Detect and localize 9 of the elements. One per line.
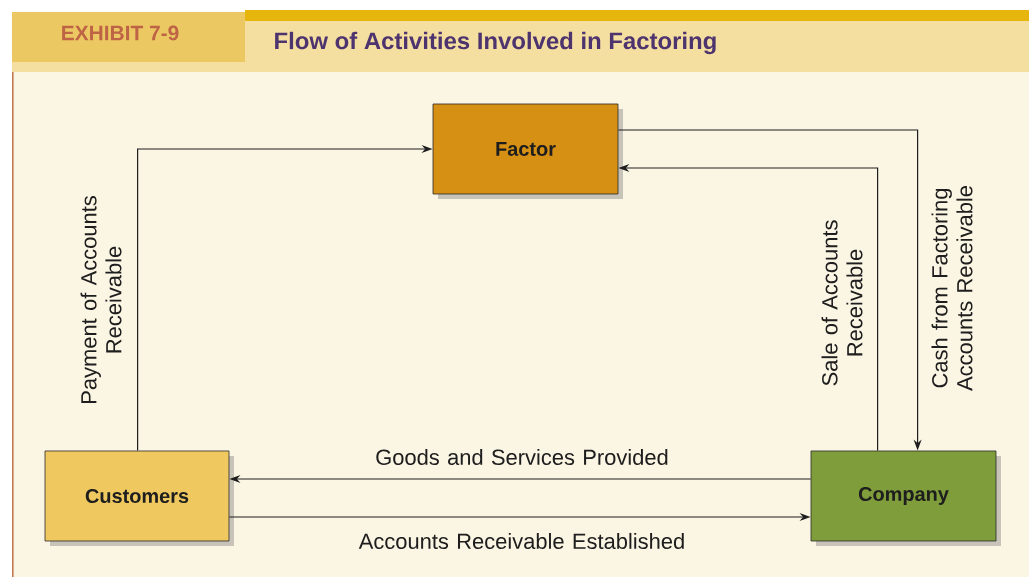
edge-label: Sale of Accounts Receivable	[821, 220, 863, 386]
company-box: Company	[810, 450, 1001, 546]
customers-box: Customers	[44, 450, 234, 546]
edge-label: Accounts Receivable Established	[358, 532, 684, 550]
factor-box: Factor	[432, 103, 623, 199]
exhibit-label: EXHIBIT 7-9	[12, 12, 245, 62]
edge-label: Payment of Accounts Receivable	[80, 196, 122, 403]
edge-label: Goods and Services Provided	[376, 448, 668, 466]
edge-label: Cash from Factoring Accounts Receivable	[931, 186, 973, 391]
